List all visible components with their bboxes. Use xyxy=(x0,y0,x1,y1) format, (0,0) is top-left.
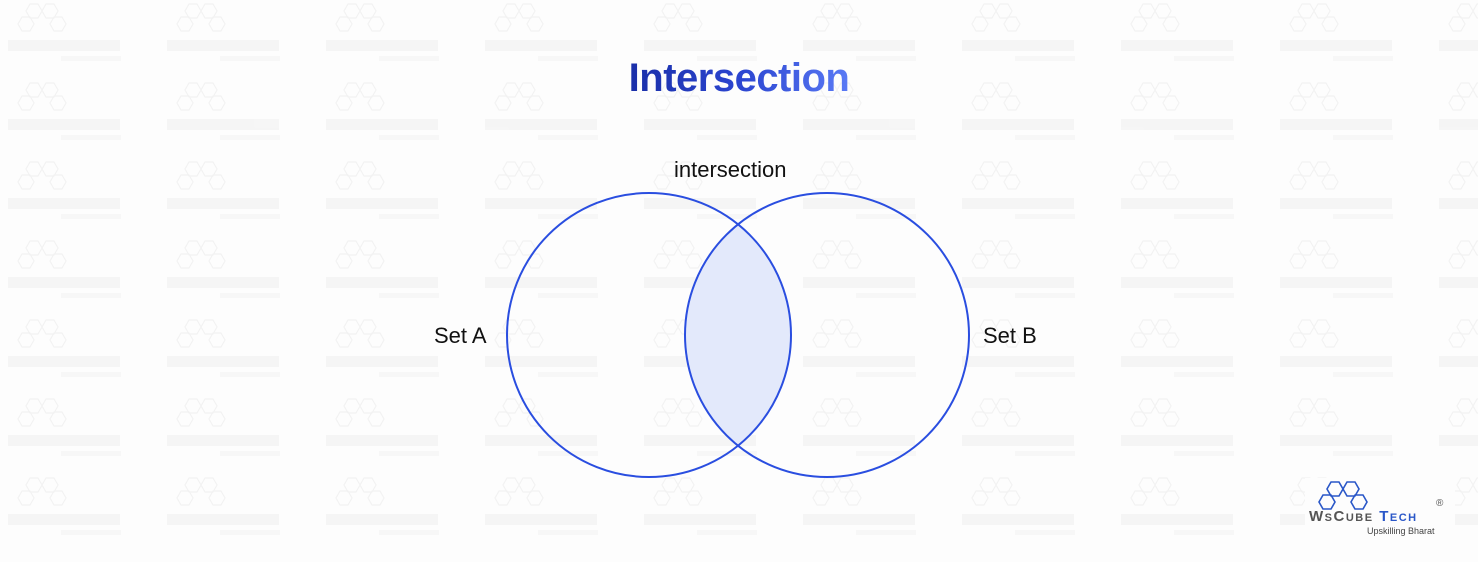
watermark-tile xyxy=(962,398,1075,456)
watermark-tile xyxy=(167,319,280,377)
watermark-tile xyxy=(803,477,916,535)
watermark-tile xyxy=(962,3,1075,61)
watermark-tile xyxy=(962,477,1075,535)
page-title: Intersection xyxy=(0,56,1478,101)
watermark-tile xyxy=(167,82,280,140)
watermark-tile xyxy=(803,3,916,61)
watermark-tile xyxy=(167,3,280,61)
watermark-tile xyxy=(644,477,757,535)
watermark-tile xyxy=(1121,319,1234,377)
watermark-tile xyxy=(1280,319,1393,377)
watermark-tile xyxy=(644,3,757,61)
watermark-tile xyxy=(8,82,121,140)
watermark-tile xyxy=(1121,477,1234,535)
watermark-tile xyxy=(167,240,280,298)
intersection-region xyxy=(685,193,791,477)
watermark-tile xyxy=(8,3,121,61)
watermark-tile xyxy=(803,82,916,140)
watermark-tile xyxy=(8,240,121,298)
hexagon-logo-icon xyxy=(1318,481,1368,510)
watermark-tile xyxy=(1121,240,1234,298)
set-a-circle xyxy=(506,192,792,478)
watermark-tile xyxy=(1439,161,1478,209)
watermark-tile xyxy=(1121,398,1234,456)
watermark-tile xyxy=(8,319,121,377)
watermark-tile xyxy=(326,3,439,61)
watermark-tile xyxy=(167,161,280,219)
watermark-tile xyxy=(962,240,1075,298)
watermark-tile xyxy=(485,477,598,535)
watermark-tile xyxy=(326,161,439,219)
watermark-tile xyxy=(1439,3,1478,51)
set-b-label: Set B xyxy=(983,323,1037,348)
watermark-tile xyxy=(1439,398,1478,446)
watermark-tile xyxy=(326,477,439,535)
watermark-tile xyxy=(326,319,439,377)
logo-name: WsCube Tech xyxy=(1309,508,1418,525)
watermark-tile xyxy=(803,240,916,298)
watermark-tile xyxy=(803,161,916,219)
watermark-tile xyxy=(962,82,1075,140)
watermark-tile xyxy=(326,240,439,298)
intersection-label: intersection xyxy=(674,157,787,182)
watermark-tile xyxy=(167,477,280,535)
watermark-tile xyxy=(962,161,1075,219)
watermark-tile xyxy=(644,82,757,140)
watermark-tile xyxy=(485,3,598,61)
watermark-tile xyxy=(1439,319,1478,367)
watermark-tile xyxy=(8,477,121,535)
watermark-tile xyxy=(326,398,439,456)
watermark-tile xyxy=(326,82,439,140)
watermark-tile xyxy=(485,161,598,219)
watermark-tile xyxy=(8,161,121,219)
watermark-tile xyxy=(167,398,280,456)
watermark-tile xyxy=(1280,398,1393,456)
logo-tagline: Upskilling Bharat xyxy=(1367,526,1435,536)
watermark-tile xyxy=(1439,240,1478,288)
watermark-tile xyxy=(1280,3,1393,61)
watermark-tile xyxy=(803,398,916,456)
watermark-tile xyxy=(962,319,1075,377)
watermark-tile xyxy=(1121,82,1234,140)
set-b-circle xyxy=(684,192,970,478)
watermark-tile xyxy=(1280,161,1393,219)
registered-mark: ® xyxy=(1436,498,1444,509)
watermark-tile xyxy=(1121,161,1234,219)
watermark-tile xyxy=(1280,82,1393,140)
wscube-logo: WsCube Tech ® Upskilling Bharat xyxy=(1305,478,1455,540)
set-a-label: Set A xyxy=(434,323,487,348)
watermark-tile xyxy=(1121,3,1234,61)
watermark-tile xyxy=(803,319,916,377)
watermark-tile xyxy=(485,82,598,140)
watermark-tile xyxy=(1280,240,1393,298)
title-text: Intersection xyxy=(628,56,850,100)
watermark-tile xyxy=(8,398,121,456)
watermark-tile xyxy=(1439,82,1478,130)
